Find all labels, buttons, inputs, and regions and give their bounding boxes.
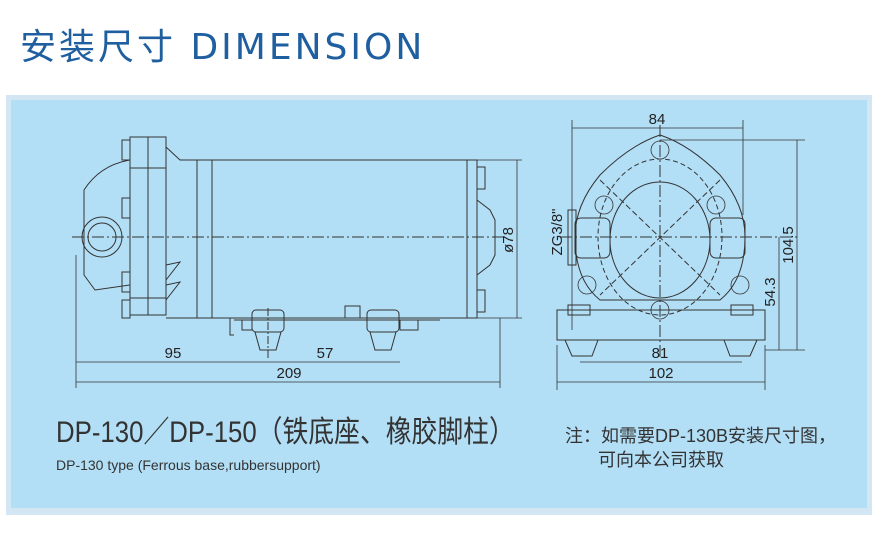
model-caption: DP-130／DP-150（铁底座、橡胶脚柱） (56, 416, 515, 449)
model-caption-en: DP-130 type (Ferrous base,rubbersupport) (56, 457, 321, 473)
dim-diameter-78: ø78 (500, 227, 517, 253)
note-line-1: 注：如需要DP-130B安装尺寸图， (565, 426, 837, 446)
dim-54-3: 54.3 (762, 277, 779, 306)
dim-102: 102 (648, 365, 673, 382)
dim-104-5: 104.5 (780, 226, 797, 264)
note: 注：如需要DP-130B安装尺寸图， 可向本公司获取 (565, 424, 836, 472)
dim-95: 95 (165, 345, 182, 362)
dim-209: 209 (276, 365, 301, 382)
dim-84: 84 (649, 111, 666, 128)
thread-label: ZG3/8" (549, 208, 566, 255)
front-dimensions (556, 120, 805, 390)
page-title: 安装尺寸 DIMENSION (20, 27, 426, 68)
dim-57: 57 (317, 345, 334, 362)
side-view (72, 136, 505, 360)
dim-81: 81 (652, 345, 669, 362)
side-dimensions (75, 159, 522, 388)
note-line-2: 可向本公司获取 (598, 450, 724, 470)
front-view (556, 125, 800, 360)
